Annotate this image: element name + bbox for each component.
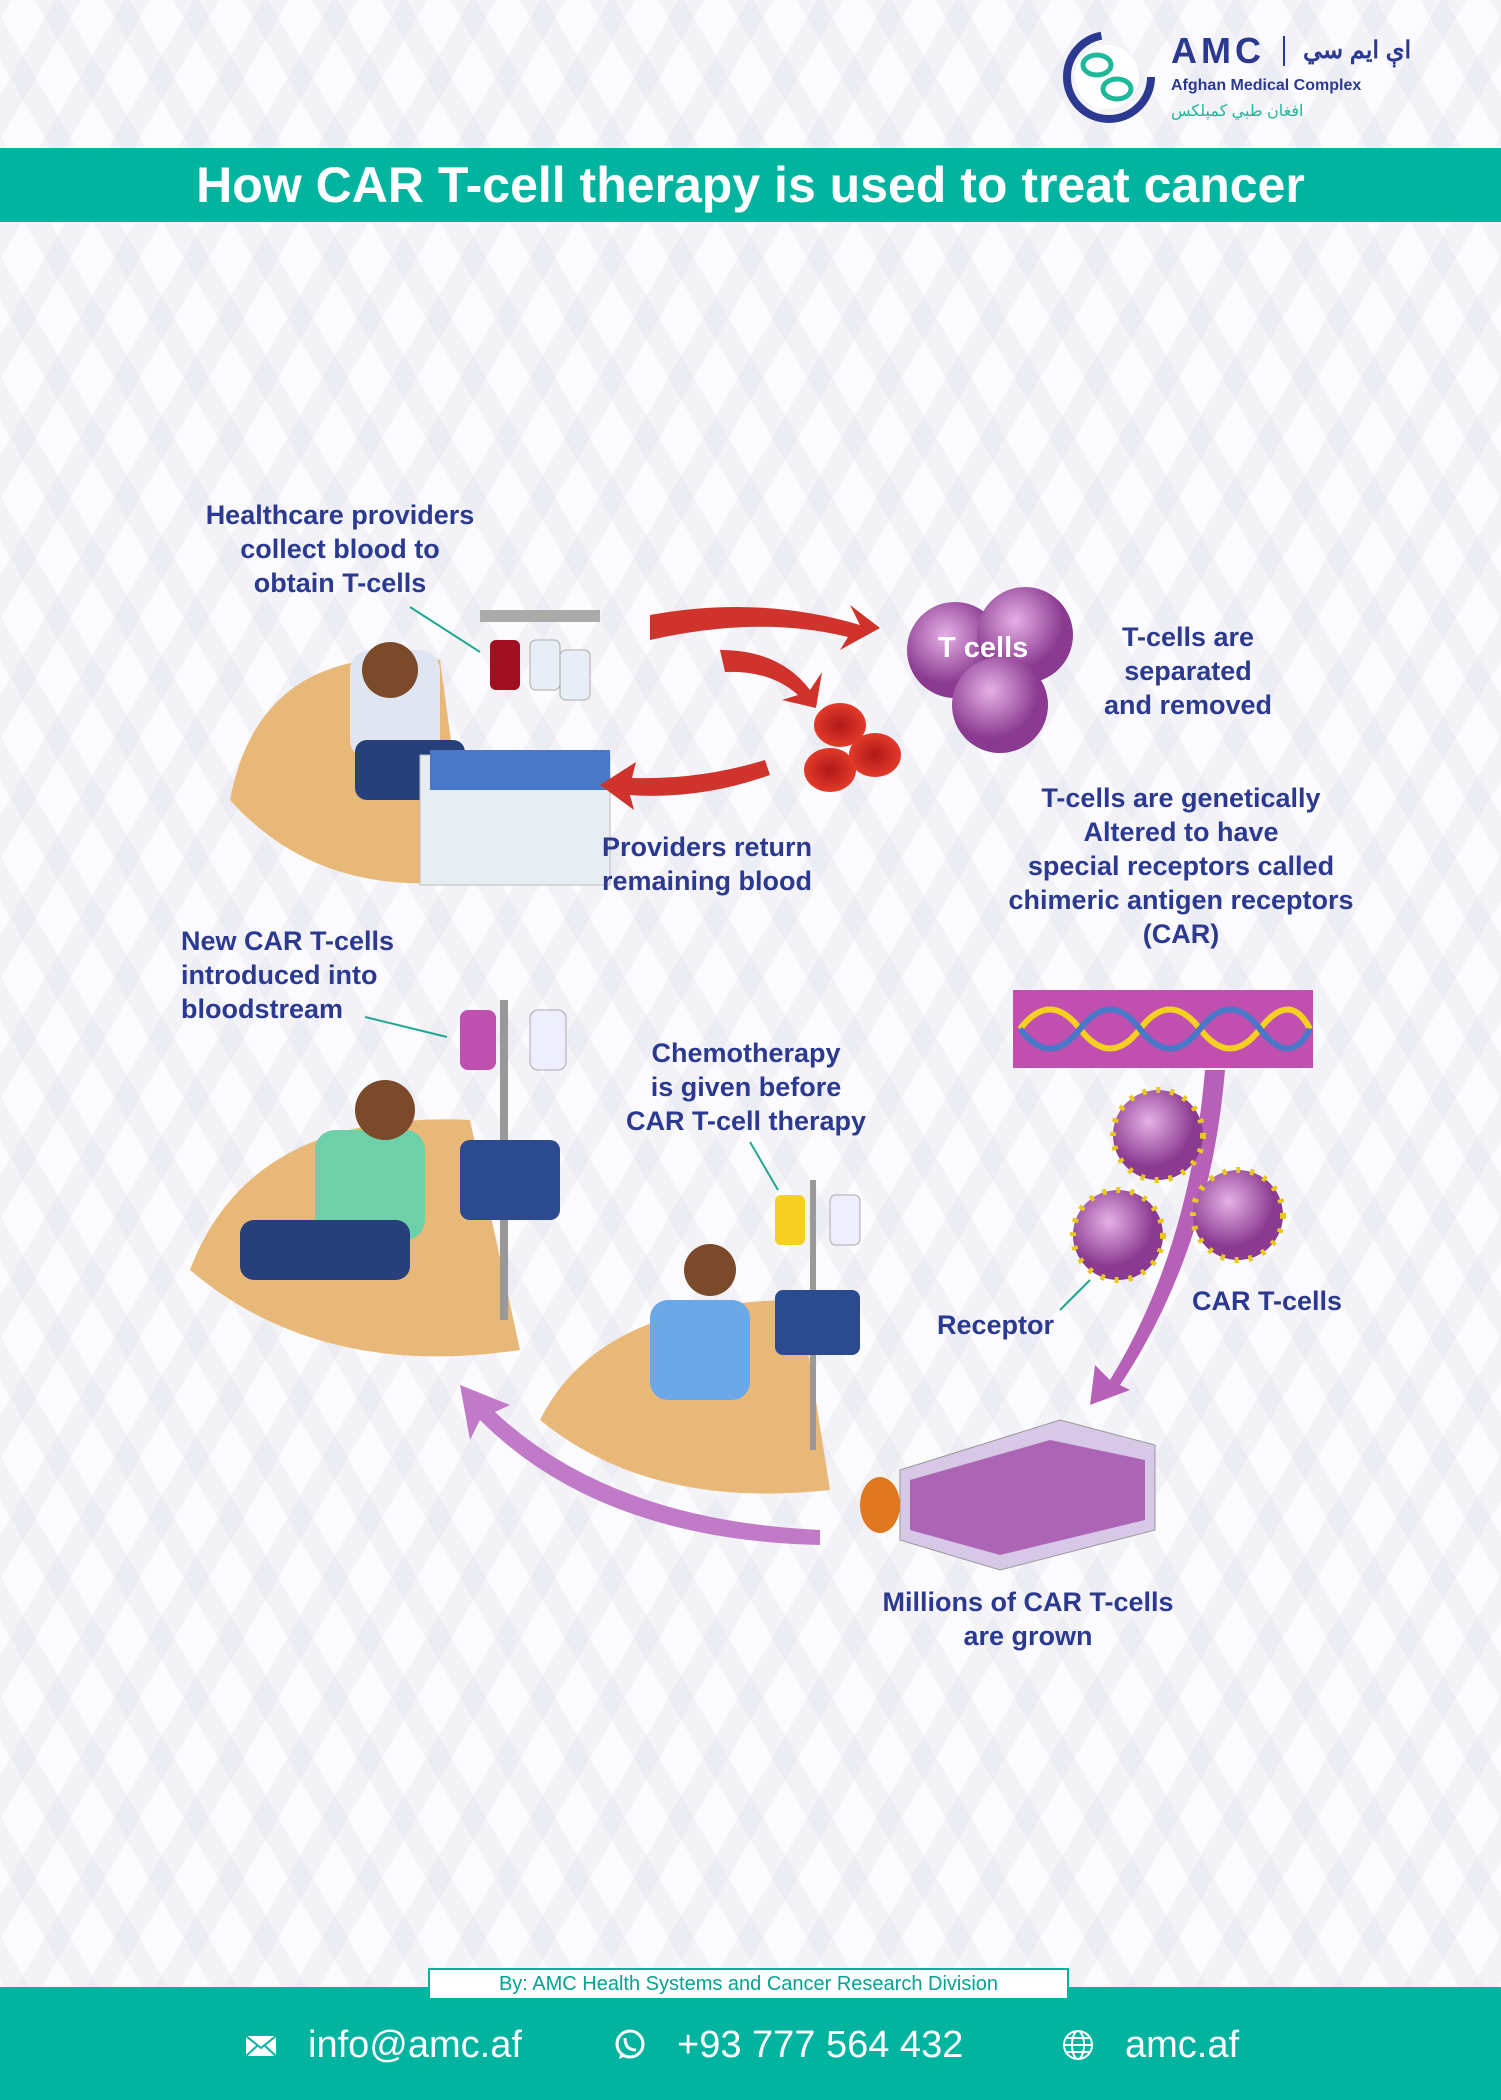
logo-title-row: AMC اې ایم سي — [1171, 30, 1411, 72]
label-line: (CAR) — [1142, 919, 1220, 949]
amc-logo: AMC اې ایم سي Afghan Medical Complex افغ… — [1061, 22, 1461, 132]
logo-emblem-icon — [1063, 31, 1155, 123]
red-blood-cells — [804, 703, 901, 792]
label-line: are grown — [963, 1621, 1093, 1651]
label-line: introduced into — [181, 960, 378, 990]
blood-collection-patient — [230, 610, 611, 886]
label-line: chimeric antigen receptors — [1008, 885, 1354, 915]
phone-number[interactable]: +93 777 564 432 — [677, 2024, 964, 2066]
label-line: and removed — [1103, 690, 1273, 720]
byline: By: AMC Health Systems and Cancer Resear… — [428, 1968, 1069, 2000]
car-t-cells — [1070, 1087, 1286, 1283]
step-grown: Millions of CAR T-cells are grown — [858, 1585, 1198, 1653]
car-t-cells-label: CAR T-cells — [1192, 1286, 1343, 1316]
label-line: Providers return — [601, 832, 813, 862]
label-line: Chemotherapy — [651, 1038, 841, 1068]
t-cells — [907, 587, 1073, 753]
label-line: T-cells are genetically — [1041, 783, 1321, 813]
label-line: collect blood to — [240, 534, 440, 564]
step-separate: T-cells are separated and removed — [1058, 620, 1318, 722]
label-line: CAR T-cell therapy — [625, 1106, 867, 1136]
logo-abbr: AMC — [1171, 30, 1265, 71]
label-line: obtain T-cells — [253, 568, 427, 598]
logo-arabic-abbr: اې ایم سي — [1302, 37, 1412, 64]
label-line: special receptors called — [1027, 851, 1335, 881]
mail-icon — [245, 2035, 277, 2057]
globe-icon — [1063, 2030, 1093, 2060]
label-line: Millions of CAR T-cells — [882, 1587, 1174, 1617]
website-link[interactable]: amc.af — [1125, 2024, 1240, 2066]
label-line: is given before — [650, 1072, 842, 1102]
step-chemotherapy: Chemotherapy is given before CAR T-cell … — [596, 1036, 896, 1138]
receptor-label: Receptor — [937, 1310, 1055, 1340]
phone-contact[interactable]: +93 777 564 432 — [613, 2020, 963, 2070]
dna-strand — [1013, 990, 1313, 1068]
email-link[interactable]: info@amc.af — [308, 2024, 522, 2066]
email-contact[interactable]: info@amc.af — [244, 2020, 522, 2070]
website-contact[interactable]: amc.af — [1061, 2020, 1239, 2070]
t-cells-label: T cells — [938, 632, 1029, 664]
label-line: separated — [1124, 656, 1252, 686]
label-line: bloodstream — [181, 994, 344, 1024]
chemotherapy-patient — [540, 1180, 861, 1494]
logo-name: Afghan Medical Complex — [1171, 77, 1362, 94]
label-line: Healthcare providers — [205, 500, 475, 530]
logo-text: AMC اې ایم سي Afghan Medical Complex افغ… — [1171, 30, 1411, 124]
whatsapp-icon — [615, 2029, 645, 2059]
label-line: T-cells are — [1121, 622, 1255, 652]
logo-divider — [1282, 36, 1285, 66]
step-return-blood: Providers return remaining blood — [567, 830, 847, 898]
step-collect-blood: Healthcare providers collect blood to ob… — [160, 498, 520, 600]
cell-culture-flask — [860, 1419, 1156, 1571]
page-title: How CAR T-cell therapy is used to treat … — [0, 148, 1501, 222]
logo-arabic-name: افغان طبي کمپلکس — [1171, 103, 1304, 120]
step-genetically-altered: T-cells are genetically Altered to have … — [981, 781, 1381, 951]
label-line: Altered to have — [1083, 817, 1279, 847]
label-line: remaining blood — [601, 866, 812, 896]
infusion-patient — [190, 1000, 567, 1357]
label-line: New CAR T-cells — [181, 926, 395, 956]
step-introduce: New CAR T-cells introduced into bloodstr… — [181, 924, 441, 1026]
